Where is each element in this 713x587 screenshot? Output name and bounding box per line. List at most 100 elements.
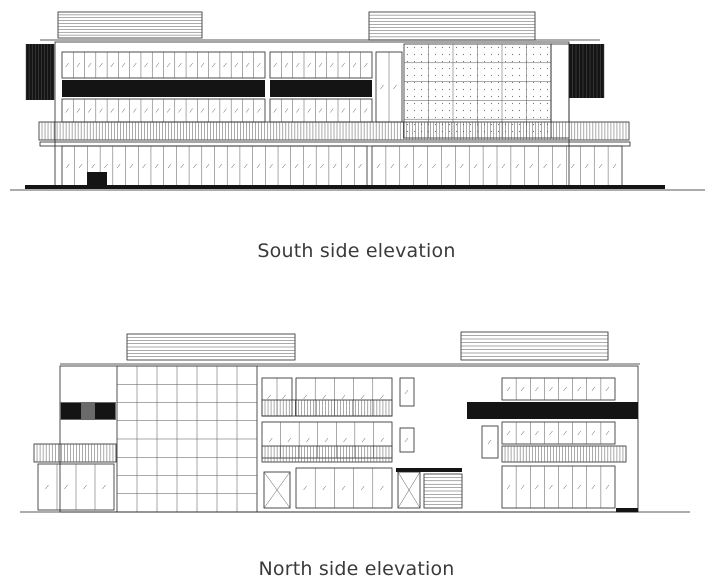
mid-window-band-glass-mark xyxy=(189,108,193,113)
cladding-perforation xyxy=(518,74,521,77)
cladding-perforation xyxy=(469,102,472,105)
cladding-perforation xyxy=(427,123,430,126)
cladding-perforation xyxy=(441,46,444,49)
cladding-perforation xyxy=(427,67,430,70)
upper-window-band-glass-mark xyxy=(144,62,148,68)
north-elevation-drawing xyxy=(0,322,713,522)
upper-window-band-glass-mark xyxy=(65,62,69,68)
ground-storefront-left-glass-mark xyxy=(78,163,83,169)
cladding-perforation xyxy=(420,102,423,105)
cladding-perforation xyxy=(427,81,430,84)
upper-window-band-glass-mark xyxy=(110,62,114,68)
cladding-perforation xyxy=(469,53,472,56)
cladding-perforation xyxy=(490,67,493,70)
upper-window-band-glass-mark xyxy=(166,62,171,68)
cladding-perforation xyxy=(427,74,430,77)
cladding-perforation xyxy=(497,123,500,126)
cladding-perforation xyxy=(413,95,416,98)
cladding-perforation xyxy=(406,116,409,119)
upper-window-band-glass-mark xyxy=(155,62,160,68)
ground-storefront-left-glass-mark xyxy=(333,163,337,169)
narrow-window-column-glass-mark xyxy=(393,84,397,90)
ground-storefront-left-glass-mark xyxy=(129,163,134,169)
cladding-perforation xyxy=(448,109,451,112)
cladding-perforation xyxy=(476,102,479,105)
cladding-perforation xyxy=(434,53,437,56)
small-window-glass-mark xyxy=(404,437,409,443)
ground-storefront-left-glass-mark xyxy=(256,163,261,169)
ground-storefront-left-glass-mark xyxy=(205,163,210,169)
upper-window-band-center-glass-mark xyxy=(307,62,311,68)
cladding-perforation xyxy=(546,74,549,77)
cladding-perforation xyxy=(504,60,507,63)
upper-window-band-center xyxy=(269,51,373,79)
center-window-column-glass-mark xyxy=(282,394,286,400)
ground-storefront-right-glass-mark xyxy=(529,163,533,169)
cladding-perforation xyxy=(448,95,451,98)
ground-storefront-left-glass-mark xyxy=(116,163,121,169)
cladding-perforation xyxy=(497,53,500,56)
right-window-band-ground-glass-mark xyxy=(535,484,539,490)
cladding-perforation xyxy=(546,88,549,91)
cladding-perforation xyxy=(539,53,542,56)
upper-window-band-glass-mark xyxy=(178,62,182,68)
ground-storefront-left-glass-mark xyxy=(320,163,324,169)
ground-storefront-right-glass-mark xyxy=(585,163,589,169)
cladding-perforation xyxy=(427,130,430,133)
mid-window-band-center-glass-mark xyxy=(273,108,277,113)
cladding-perforation xyxy=(420,60,423,63)
cladding-perforation xyxy=(420,74,423,77)
canopy xyxy=(396,468,462,472)
cladding-perforation xyxy=(420,81,423,84)
cladding-perforation xyxy=(532,81,535,84)
cladding-perforation xyxy=(539,88,542,91)
cladding-perforation xyxy=(518,53,521,56)
cladding-perforation xyxy=(504,88,507,91)
upper-window-band-glass-mark xyxy=(189,62,193,68)
cladding-perforation xyxy=(406,53,409,56)
mid-window-band-glass-mark xyxy=(99,108,103,113)
cladding-perforation xyxy=(413,109,416,112)
cladding-perforation xyxy=(497,88,500,91)
cladding-perforation xyxy=(469,67,472,70)
cladding-perforation xyxy=(469,130,472,133)
mid-window-band-center-glass-mark xyxy=(330,108,334,113)
cladding-perforation xyxy=(455,116,458,119)
cladding-perforation xyxy=(406,60,409,63)
mid-window-band-center xyxy=(269,98,373,123)
cladding-perforation xyxy=(434,81,437,84)
cladding-perforation xyxy=(427,60,430,63)
cladding-perforation xyxy=(427,102,430,105)
cladding-perforation xyxy=(511,88,514,91)
center-railing-upper xyxy=(261,399,393,417)
cladding-perforation xyxy=(483,116,486,119)
right-window-band-mid-glass-mark xyxy=(563,430,567,436)
upper-window-band-glass-mark xyxy=(212,62,216,68)
cladding-perforation xyxy=(532,130,535,133)
upper-window-band-center-glass-mark xyxy=(341,62,345,68)
cladding-perforation xyxy=(532,116,535,119)
cladding-perforation xyxy=(504,74,507,77)
cladding-perforation xyxy=(455,60,458,63)
cladding-perforation xyxy=(504,81,507,84)
cladding-perforation xyxy=(483,88,486,91)
ground-storefront-left-glass-mark xyxy=(307,163,312,169)
ground-storefront-left-glass-mark xyxy=(193,163,197,169)
cladding-perforation xyxy=(546,102,549,105)
center-window-band-ground-glass-mark xyxy=(322,485,326,491)
ground-storefront-right-glass-mark xyxy=(460,163,464,169)
cladding-perforation xyxy=(511,81,514,84)
cladding-perforation xyxy=(546,60,549,63)
cladding-perforation xyxy=(476,130,479,133)
cladding-perforation xyxy=(532,53,535,56)
ground-storefront-right-glass-mark xyxy=(598,163,603,169)
right-window-band-upper-glass-mark xyxy=(563,386,567,392)
mid-window-band-glass-mark xyxy=(121,108,126,113)
cladding-perforation xyxy=(413,123,416,126)
cladding-perforation xyxy=(462,67,465,70)
cladding-perforation xyxy=(413,53,416,56)
mid-window-band-center-glass-mark xyxy=(284,108,289,113)
cladding-perforation xyxy=(483,46,486,49)
cladding-perforation xyxy=(490,95,493,98)
small-window-glass-mark xyxy=(404,389,409,395)
